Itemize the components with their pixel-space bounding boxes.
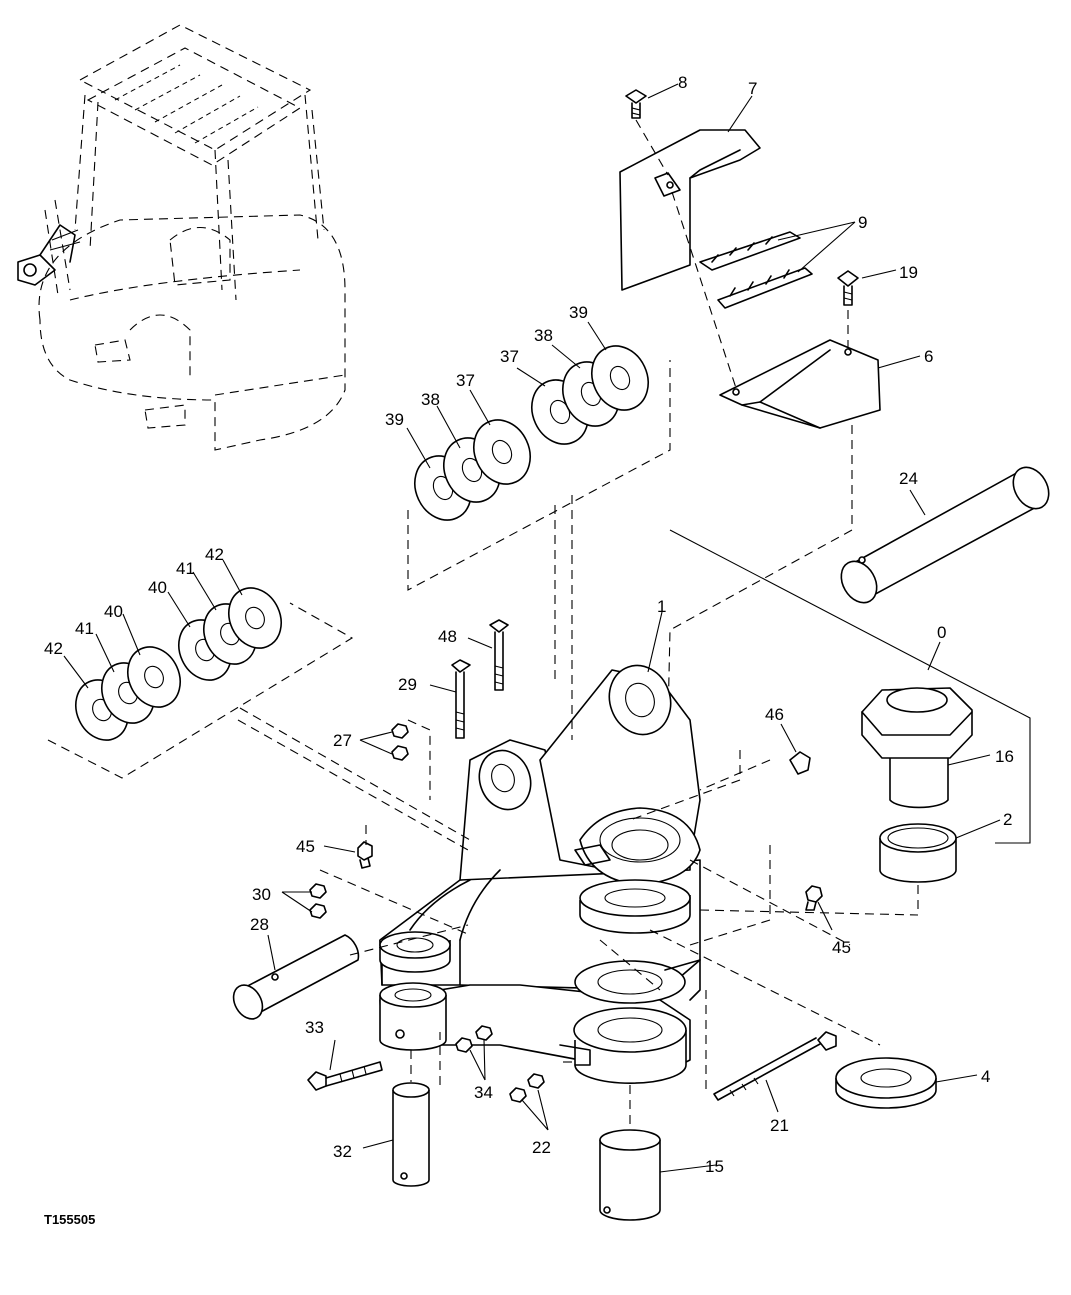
- callout-33: 33: [305, 1018, 324, 1037]
- bolt-48: [489, 619, 509, 691]
- callout-45a: 45: [296, 837, 315, 856]
- boss-16: [861, 687, 973, 809]
- callout-42b: 42: [205, 545, 224, 564]
- callout-24: 24: [899, 469, 918, 488]
- callout-39b: 39: [569, 303, 588, 322]
- bushing-2: [879, 823, 957, 883]
- pin-15: [599, 1129, 661, 1221]
- pin-24: [840, 466, 1050, 604]
- pin-32: [392, 1082, 430, 1187]
- callout-41b: 41: [176, 559, 195, 578]
- callout-37b: 37: [500, 347, 519, 366]
- pin-28: [232, 934, 360, 1020]
- callout-46: 46: [765, 705, 784, 724]
- callout-42a: 42: [44, 639, 63, 658]
- callout-30: 30: [252, 885, 271, 904]
- bolt-21: [713, 1031, 837, 1101]
- callout-34: 34: [474, 1083, 493, 1102]
- bolt-8: [625, 89, 669, 176]
- callout-4: 4: [981, 1067, 990, 1086]
- callout-29: 29: [398, 675, 417, 694]
- callout-16: 16: [995, 747, 1014, 766]
- bolt-33: [307, 1061, 383, 1091]
- callout-28: 28: [250, 915, 269, 934]
- callout-41a: 41: [75, 619, 94, 638]
- shim-stack-lower: [47, 587, 354, 779]
- grease-fitting-45b: [805, 885, 823, 911]
- swing-bracket: [379, 664, 701, 1084]
- washer-4: [835, 1057, 937, 1109]
- grease-fitting-45a: [357, 841, 373, 869]
- machine-overview: [17, 24, 346, 451]
- callout-1: 1: [657, 597, 666, 616]
- callout-6: 6: [924, 347, 933, 366]
- callout-15: 15: [705, 1157, 724, 1176]
- callout-40b: 40: [148, 578, 167, 597]
- bolt-19: [837, 270, 859, 350]
- callout-9: 9: [858, 213, 867, 232]
- callout-21: 21: [770, 1116, 789, 1135]
- callout-38a: 38: [421, 390, 440, 409]
- callout-7: 7: [748, 79, 757, 98]
- callout-22: 22: [532, 1138, 551, 1157]
- callout-19: 19: [899, 263, 918, 282]
- callout-32: 32: [333, 1142, 352, 1161]
- cover-plate: [619, 129, 761, 291]
- nuts-27: [391, 723, 409, 761]
- leader-lines: [63, 83, 1001, 1173]
- callout-40a: 40: [104, 602, 123, 621]
- callout-37a: 37: [456, 371, 475, 390]
- nuts-22: [509, 1073, 545, 1103]
- spacer-strips: [699, 231, 813, 309]
- figure-id: T155505: [44, 1212, 96, 1227]
- grease-fitting-46: [789, 751, 811, 775]
- assembly-lines: [237, 495, 919, 1095]
- callout-27: 27: [333, 731, 352, 750]
- callout-8: 8: [678, 73, 687, 92]
- callout-45b: 45: [832, 938, 851, 957]
- callout-labels: 0 1 2 4 6 7 8 9 15 16 19 21 22 24 27 28 …: [44, 73, 1014, 1176]
- nuts-34: [455, 1025, 493, 1053]
- callout-48: 48: [438, 627, 457, 646]
- callout-2: 2: [1003, 810, 1012, 829]
- shim-stack-upper: [407, 345, 671, 591]
- bolt-29: [451, 659, 471, 739]
- callout-38b: 38: [534, 326, 553, 345]
- guard-plate: [719, 339, 881, 429]
- callout-0: 0: [937, 623, 946, 642]
- nuts-30: [309, 883, 327, 919]
- callout-39a: 39: [385, 410, 404, 429]
